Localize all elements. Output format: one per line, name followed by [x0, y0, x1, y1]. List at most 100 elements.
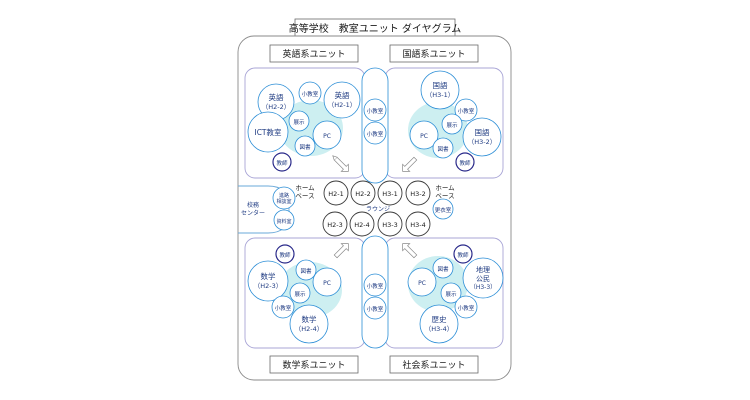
center-small-room-top-2[interactable]: 小教室 [363, 121, 387, 145]
svg-text:（H2-2）: （H2-2） [262, 103, 291, 111]
english-h22-room[interactable]: 英語 （H2-2） [257, 83, 295, 121]
svg-text:ベース: ベース [435, 192, 454, 200]
counseling-room[interactable]: 進路 相談室 [272, 186, 296, 210]
homeroom-h2-1[interactable]: H2-1 [323, 180, 349, 206]
math-pc[interactable]: PC [312, 267, 342, 297]
svg-text:社会系ユニット: 社会系ユニット [402, 359, 465, 371]
unit-label-english: 英語系ユニット [269, 44, 359, 63]
svg-text:展示: 展示 [445, 291, 457, 298]
kokugo-h32-room[interactable]: 国語 （H3-2） [462, 117, 502, 157]
svg-text:国語: 国語 [433, 80, 448, 90]
social-display[interactable]: 展示 [440, 282, 462, 304]
svg-text:進路: 進路 [279, 192, 289, 199]
social-teacher[interactable]: 教師 [453, 244, 473, 264]
homeroom-h2-2[interactable]: H2-2 [350, 180, 376, 206]
svg-text:英語: 英語 [335, 90, 350, 100]
japanese-small-room[interactable]: 小教室 [454, 98, 478, 122]
svg-text:図書: 図書 [299, 143, 311, 151]
english-ict-room[interactable]: ICT教室 [247, 111, 289, 153]
svg-text:校務: 校務 [247, 201, 259, 209]
svg-text:展示: 展示 [446, 122, 458, 129]
svg-text:（H2-4）: （H2-4） [295, 325, 324, 333]
kokugo-h31-room[interactable]: 国語 （H3-1） [420, 70, 460, 110]
svg-text:（H3-4）: （H3-4） [425, 325, 454, 333]
unit-label-math: 数学系ユニット [269, 355, 359, 374]
svg-text:地理: 地理 [476, 265, 490, 274]
center-small-room-top-1[interactable]: 小教室 [363, 98, 387, 122]
changing-room[interactable]: 更衣室 [432, 198, 454, 220]
svg-text:小教室: 小教室 [458, 304, 475, 312]
homebase-right-label: ホーム ベース [435, 184, 455, 200]
social-library[interactable]: 図書 [432, 257, 454, 279]
svg-text:H3-3: H3-3 [382, 221, 398, 229]
japanese-teacher[interactable]: 教師 [455, 152, 475, 172]
english-small-room[interactable]: 小教室 [298, 81, 322, 105]
svg-text:小教室: 小教室 [302, 90, 319, 98]
social-small-room[interactable]: 小教室 [454, 295, 478, 319]
svg-text:H2-1: H2-1 [328, 190, 344, 198]
homeroom-h3-2[interactable]: H3-2 [405, 180, 431, 206]
unit-label-social: 社会系ユニット [389, 355, 479, 374]
school-affairs-region [238, 185, 290, 234]
japanese-library[interactable]: 図書 [432, 137, 454, 159]
svg-text:ベース: ベース [295, 192, 314, 200]
svg-text:展示: 展示 [293, 119, 305, 126]
svg-text:歴史: 歴史 [432, 314, 447, 324]
japanese-pc[interactable]: PC [409, 120, 439, 150]
svg-text:国語: 国語 [475, 127, 490, 137]
svg-text:図書: 図書 [300, 267, 312, 275]
english-pc[interactable]: PC [312, 120, 342, 150]
japanese-display[interactable]: 展示 [441, 113, 463, 135]
social-history-room[interactable]: 歴史 （H3-4） [419, 304, 459, 344]
lounge-label: ラウンジ [366, 205, 390, 213]
svg-text:（H3-2）: （H3-2） [468, 138, 497, 146]
svg-text:数学: 数学 [261, 271, 276, 281]
homeroom-h3-3[interactable]: H3-3 [377, 211, 403, 237]
math-library[interactable]: 図書 [295, 259, 317, 281]
svg-text:PC: PC [323, 133, 331, 140]
math-teacher[interactable]: 教師 [275, 244, 295, 264]
english-display[interactable]: 展示 [288, 110, 310, 132]
english-h21-room[interactable]: 英語 （H2-1） [323, 81, 361, 119]
svg-text:H3-1: H3-1 [382, 190, 398, 198]
svg-text:小教室: 小教室 [367, 107, 384, 115]
arrow-japanese [402, 156, 418, 172]
svg-text:ホーム: ホーム [435, 184, 455, 192]
homeroom-h3-1[interactable]: H3-1 [377, 180, 403, 206]
homeroom-h2-4[interactable]: H2-4 [349, 211, 375, 237]
svg-text:教師: 教師 [276, 159, 288, 167]
math-h23-room[interactable]: 数学 （H2-3） [247, 260, 289, 302]
svg-text:H2-3: H2-3 [327, 221, 343, 229]
svg-text:小教室: 小教室 [367, 130, 384, 138]
arrow-english [332, 155, 349, 172]
math-small-room[interactable]: 小教室 [271, 295, 295, 319]
english-teacher[interactable]: 教師 [272, 152, 292, 172]
svg-text:数学系ユニット: 数学系ユニット [282, 359, 345, 371]
school-affairs-label: 校務 センター [241, 201, 265, 217]
homeroom-h3-4[interactable]: H3-4 [405, 211, 431, 237]
svg-text:教師: 教師 [279, 251, 291, 259]
center-small-room-bottom-1[interactable]: 小教室 [363, 273, 387, 297]
svg-text:数学: 数学 [302, 314, 317, 324]
svg-text:H2-4: H2-4 [354, 221, 370, 229]
svg-text:（H2-3）: （H2-3） [254, 282, 283, 290]
math-unit: 教師 数学 （H2-3） 図書 PC 展示 小教室 数学 （H2-4） [247, 244, 342, 344]
diagram-title: 高等学校 教室ユニット ダイヤグラム [289, 18, 462, 38]
math-h24-room[interactable]: 数学 （H2-4） [289, 304, 329, 344]
homeroom-h2-3[interactable]: H2-3 [322, 211, 348, 237]
svg-text:PC: PC [418, 280, 426, 287]
svg-text:H3-4: H3-4 [410, 221, 426, 229]
svg-text:資料室: 資料室 [276, 218, 291, 225]
english-unit: 英語 （H2-2） 小教室 英語 （H2-1） ICT教室 展示 PC 図書 [247, 81, 361, 172]
center-small-room-bottom-2[interactable]: 小教室 [363, 296, 387, 320]
math-display[interactable]: 展示 [289, 282, 311, 304]
arrow-math [333, 243, 349, 259]
svg-text:相談室: 相談室 [276, 198, 291, 205]
title-text: 高等学校 教室ユニット ダイヤグラム [289, 22, 462, 35]
svg-text:教師: 教師 [457, 251, 469, 259]
social-geo-civics-room[interactable]: 地理 公民 （H3-3） [462, 257, 504, 299]
resource-room[interactable]: 資料室 [273, 209, 295, 231]
english-library[interactable]: 図書 [294, 135, 316, 157]
svg-text:（H3-3）: （H3-3） [470, 284, 496, 291]
social-pc[interactable]: PC [407, 267, 437, 297]
